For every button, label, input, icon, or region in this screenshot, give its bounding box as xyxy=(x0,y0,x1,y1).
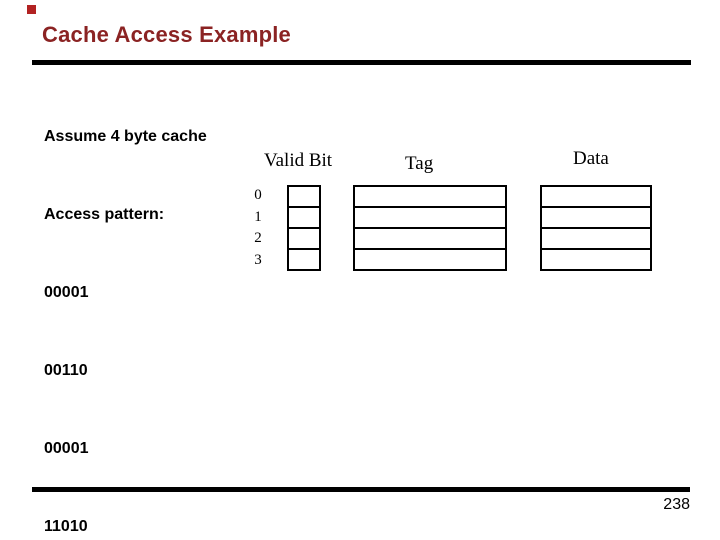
valid-bit-column-label: Valid Bit xyxy=(264,150,333,171)
valid-bit-table xyxy=(287,185,321,271)
valid-bit-cell xyxy=(289,187,319,206)
data-cell xyxy=(542,227,650,248)
tag-cell xyxy=(355,227,505,248)
body-line-assume: Assume 4 byte cache xyxy=(44,128,207,145)
data-table xyxy=(540,185,652,271)
title-divider-line xyxy=(32,60,691,65)
access-pattern-value: 00110 xyxy=(44,362,88,379)
row-index-column: 0 1 2 3 xyxy=(250,185,266,271)
data-cell xyxy=(542,206,650,227)
valid-bit-cell xyxy=(289,206,319,227)
tag-cell xyxy=(355,248,505,269)
valid-bit-cell xyxy=(289,227,319,248)
footer-divider-line xyxy=(32,487,690,492)
tag-cell xyxy=(355,206,505,227)
page-number: 238 xyxy=(663,496,690,513)
data-cell xyxy=(542,248,650,269)
corner-marker-square xyxy=(27,5,36,14)
body-text-block: Assume 4 byte cache Access pattern: 0000… xyxy=(44,72,207,540)
access-pattern-value: 00001 xyxy=(44,284,89,301)
valid-bit-cell xyxy=(289,248,319,269)
tag-cell xyxy=(355,187,505,206)
data-cell xyxy=(542,187,650,206)
row-index: 2 xyxy=(254,230,262,247)
slide-title: Cache Access Example xyxy=(42,22,291,47)
row-index: 1 xyxy=(254,208,262,225)
row-index: 3 xyxy=(254,251,262,268)
row-index: 0 xyxy=(254,187,262,204)
access-pattern-value: 11010 xyxy=(44,518,88,535)
tag-column-label: Tag xyxy=(405,153,434,174)
access-pattern-value: 00001 xyxy=(44,440,89,457)
data-column-label: Data xyxy=(573,148,609,169)
tag-table xyxy=(353,185,507,271)
body-line-access-pattern: Access pattern: xyxy=(44,206,165,223)
